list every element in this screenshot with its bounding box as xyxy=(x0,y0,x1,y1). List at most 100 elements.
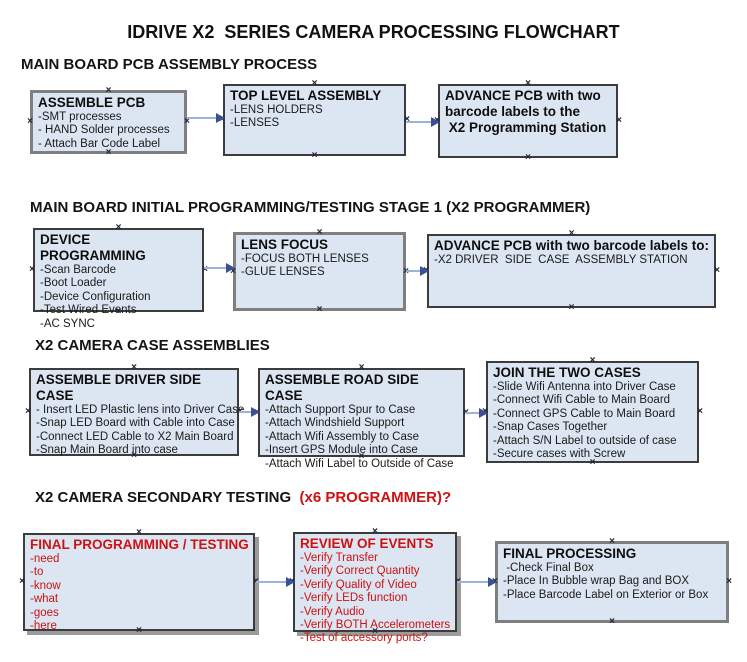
box-line: - Attach Bar Code Label xyxy=(38,137,161,150)
box-title: ASSEMBLE PCB xyxy=(38,95,146,110)
box-review-of-events[interactable]: REVIEW OF EVENTS -Verify Transfer-Verify… xyxy=(293,532,457,644)
box-top-level-assembly[interactable]: TOP LEVEL ASSEMBLY -LENS HOLDERS-LENSES xyxy=(223,84,406,156)
box-advance-pcb-driver-side[interactable]: ADVANCE PCB with two barcode labels to: … xyxy=(427,234,716,308)
box-advance-pcb-programming-station[interactable]: ADVANCE PCB with two barcode labels to t… xyxy=(438,84,618,158)
box-title: ADVANCE PCB with two barcode labels to t… xyxy=(445,88,607,135)
box-join-the-two-cases[interactable]: JOIN THE TWO CASES -Slide Wifi Antenna i… xyxy=(486,361,699,463)
box-title: REVIEW OF EVENTS xyxy=(300,536,434,551)
box-line: -Verify Audio xyxy=(300,605,365,618)
box-line: -Verify Correct Quantity xyxy=(300,565,420,578)
connection-point-icon xyxy=(695,407,705,417)
box-line: -Test of accessory ports? xyxy=(300,632,428,645)
connection-point-icon xyxy=(724,577,734,587)
connection-point-icon xyxy=(523,153,533,163)
box-line: -Connect LED Cable to X2 Main Board xyxy=(36,430,234,443)
box-line: -here xyxy=(30,620,57,633)
box-title: ASSEMBLE ROAD SIDE CASE xyxy=(265,372,423,403)
connection-point-icon xyxy=(23,407,33,417)
box-title: TOP LEVEL ASSEMBLY xyxy=(230,88,382,103)
box-line: -Attach Wifi Assembly to Case xyxy=(265,430,420,443)
box-body: -Scan Barcode-Boot Loader-Device Configu… xyxy=(40,264,198,331)
box-title: ASSEMBLE DRIVER SIDE CASE xyxy=(36,372,205,403)
box-line: -Attach S/N Label to outside of case xyxy=(493,434,677,447)
box-body: -LENS HOLDERS-LENSES xyxy=(230,104,400,131)
box-assemble-pcb[interactable]: ASSEMBLE PCB -SMT processes- HAND Solder… xyxy=(30,90,187,154)
box-line: -Snap Main Board into case xyxy=(36,444,178,457)
connection-point-icon xyxy=(567,303,577,313)
box-title: DEVICE PROGRAMMING xyxy=(40,232,146,263)
box-line: -GLUE LENSES xyxy=(241,266,325,279)
connector-arrow-7[interactable] xyxy=(256,577,295,587)
connector-arrow-6[interactable] xyxy=(465,408,488,418)
connector-arrow-4[interactable] xyxy=(406,266,429,276)
box-line: -Snap Cases Together xyxy=(493,421,608,434)
box-body: -X2 DRIVER SIDE CASE ASSEMBLY STATION xyxy=(434,254,710,267)
box-body: -Verify Transfer-Verify Correct Quantity… xyxy=(300,552,451,646)
box-line: -Snap LED Board with Cable into Case xyxy=(36,417,235,430)
connection-point-icon xyxy=(315,305,325,315)
box-line: -Slide Wifi Antenna into Driver Case xyxy=(493,381,676,393)
box-line: -X2 DRIVER SIDE CASE ASSEMBLY STATION xyxy=(434,254,688,266)
box-line: -Verify Quality of Video xyxy=(300,578,417,591)
box-line: -SMT processes xyxy=(38,111,122,123)
box-body: - Insert LED Plastic lens into Driver Ca… xyxy=(36,404,244,458)
connector-arrow-2[interactable] xyxy=(406,117,440,127)
box-line: -LENS HOLDERS xyxy=(230,104,323,116)
box-line: -FOCUS BOTH LENSES xyxy=(241,253,369,265)
box-line: -Place In Bubble wrap Bag and BOX xyxy=(503,575,690,588)
box-final-programming-testing[interactable]: FINAL PROGRAMMING / TESTING -need-to-kno… xyxy=(23,533,255,633)
connection-point-icon xyxy=(25,117,35,127)
box-line: -Attach Wifi Label to Outside of Case xyxy=(265,457,454,470)
box-line: -Attach Support Spur to Case xyxy=(265,404,416,416)
box-line: -Secure cases with Screw xyxy=(493,448,626,461)
connection-point-icon xyxy=(712,266,722,276)
section-1-header: MAIN BOARD PCB ASSEMBLY PROCESS xyxy=(21,56,318,73)
connector-arrow-5[interactable] xyxy=(239,407,260,417)
box-assemble-driver-side-case[interactable]: ASSEMBLE DRIVER SIDE CASE - Insert LED P… xyxy=(29,368,244,458)
connection-point-icon xyxy=(402,115,412,125)
box-body: -need-to-know-what-goes-here xyxy=(30,553,249,633)
box-body: -SMT processes- HAND Solder processes- A… xyxy=(38,111,180,151)
section-4-header: X2 CAMERA SECONDARY TESTING (x6 PROGRAMM… xyxy=(35,489,451,506)
box-lens-focus[interactable]: LENS FOCUS -FOCUS BOTH LENSES-GLUE LENSE… xyxy=(233,232,406,311)
section-4-header-red: (x6 PROGRAMMER)? xyxy=(295,489,452,506)
connection-point-icon xyxy=(607,617,617,627)
box-assemble-road-side-case[interactable]: ASSEMBLE ROAD SIDE CASE -Attach Support … xyxy=(258,368,465,470)
box-line: - HAND Solder processes xyxy=(38,124,170,137)
box-body: -Attach Support Spur to Case-Attach Wind… xyxy=(265,404,459,471)
box-line: -to xyxy=(30,566,44,579)
box-title: FINAL PROGRAMMING / TESTING xyxy=(30,537,249,552)
connection-point-icon xyxy=(614,116,624,126)
box-line: -know xyxy=(30,579,61,592)
box-line: -Scan Barcode xyxy=(40,264,117,276)
box-line: -LENSES xyxy=(230,117,280,130)
page-title: IDRIVE X2 SERIES CAMERA PROCESSING FLOWC… xyxy=(127,22,620,42)
section-3-header: X2 CAMERA CASE ASSEMBLIES xyxy=(35,337,270,354)
box-line: -Place Barcode Label on Exterior or Box xyxy=(503,588,709,601)
box-line: -Test Wired Events xyxy=(40,304,137,317)
box-line: -goes xyxy=(30,606,59,619)
box-title: FINAL PROCESSING xyxy=(503,546,637,561)
box-device-programming[interactable]: DEVICE PROGRAMMING -Scan Barcode-Boot Lo… xyxy=(33,228,204,330)
connector-arrow-8[interactable] xyxy=(457,577,497,587)
box-line: -AC SYNC xyxy=(40,317,95,330)
box-line: -Check Final Box xyxy=(503,562,594,574)
connection-point-icon xyxy=(27,265,37,275)
connection-point-icon xyxy=(310,151,320,161)
box-final-processing[interactable]: FINAL PROCESSING -Check Final Box-Place … xyxy=(495,541,729,623)
box-line: -Boot Loader xyxy=(40,277,107,290)
box-line: -Attach Windshield Support xyxy=(265,417,405,430)
box-line: -Verify BOTH Accelerometers xyxy=(300,619,451,632)
connection-point-icon xyxy=(17,577,27,587)
connector-arrow-1[interactable] xyxy=(187,113,225,123)
box-body: -Slide Wifi Antenna into Driver Case -Con… xyxy=(493,381,693,461)
connector-arrow-3[interactable] xyxy=(204,263,235,273)
box-title: JOIN THE TWO CASES xyxy=(493,365,641,380)
box-line: -Verify Transfer xyxy=(300,552,378,564)
section-4-header-black: X2 CAMERA SECONDARY TESTING xyxy=(35,489,296,506)
box-line: -Insert GPS Module into Case xyxy=(265,444,418,457)
box-line: -Device Configuration xyxy=(40,290,151,303)
box-line: -Connect GPS Cable to Main Board xyxy=(493,407,676,420)
box-title: ADVANCE PCB with two barcode labels to: xyxy=(434,238,710,253)
